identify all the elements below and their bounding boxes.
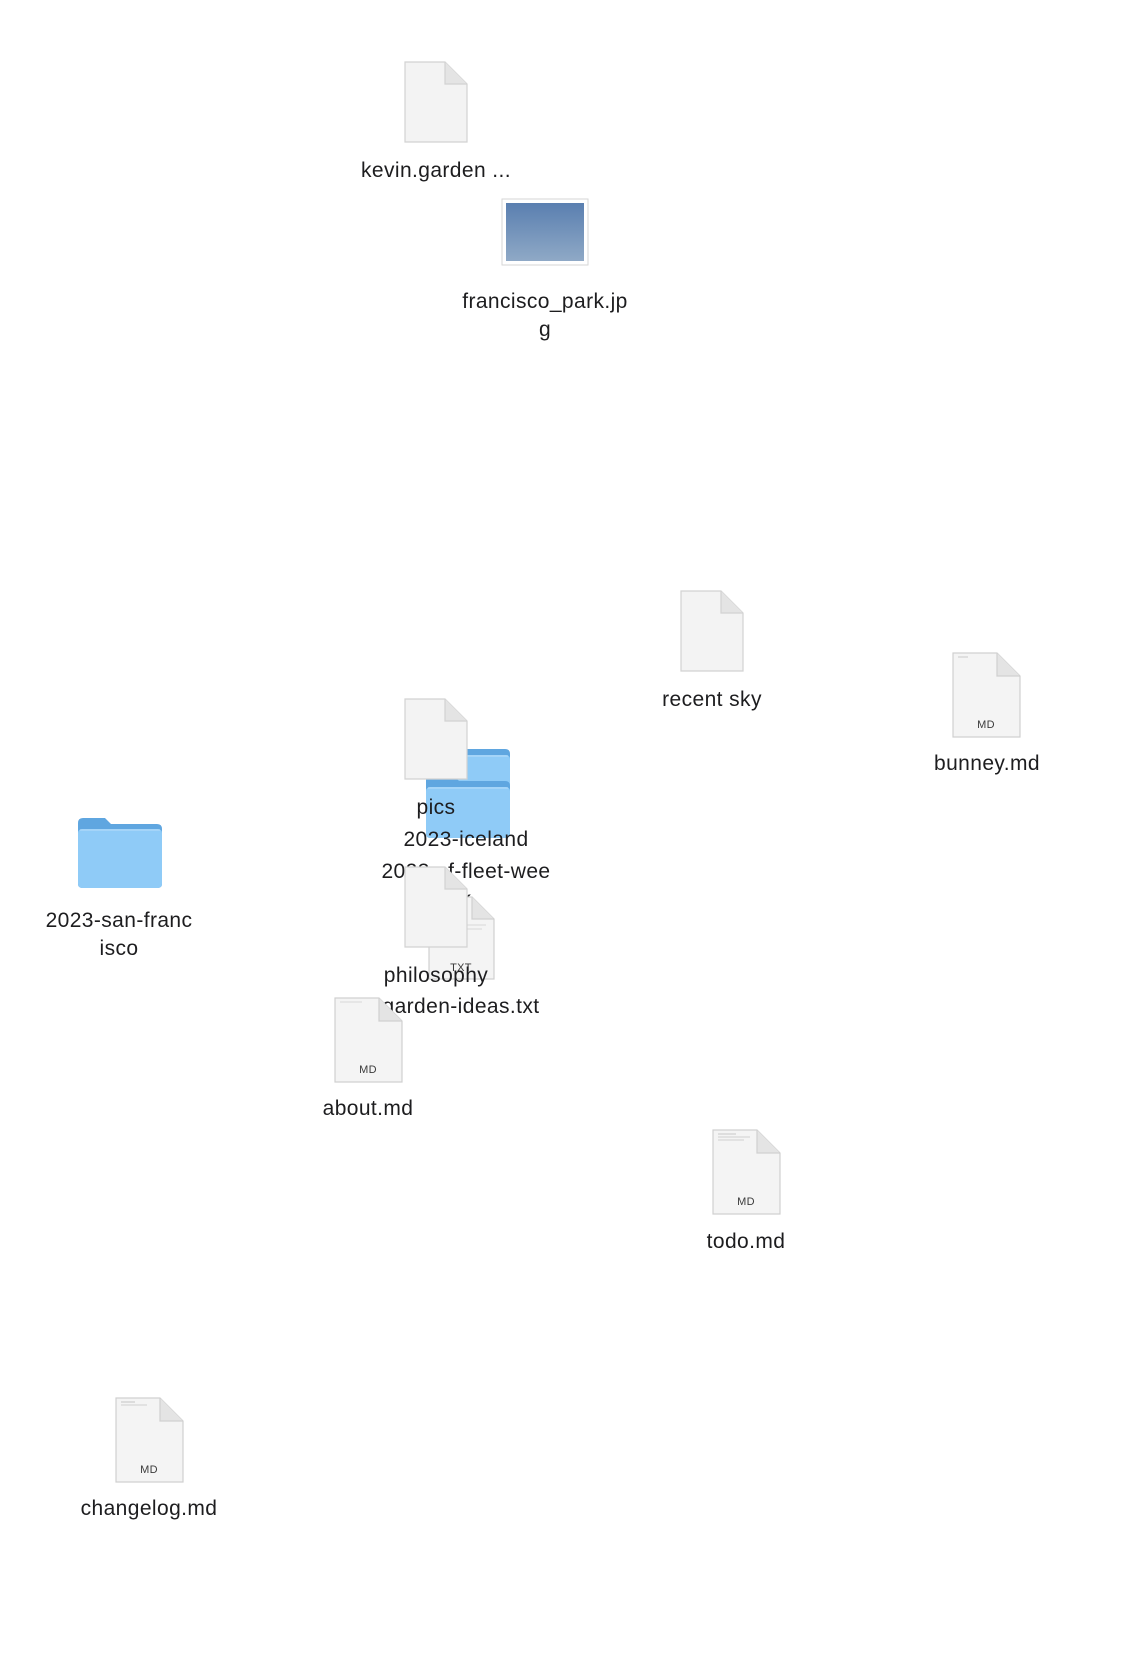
text-badge: TXT <box>450 962 472 974</box>
desktop-item-label: changelog.md <box>80 1497 218 1520</box>
markdown-document-icon: MD <box>712 1129 781 1215</box>
desktop-item-label: garden-ideas.txt <box>382 995 540 1018</box>
desktop-item-label: philosophy <box>383 964 489 987</box>
desktop-item-label: pics <box>416 796 456 819</box>
desktop-item-label: kevin.garden ... <box>361 159 511 182</box>
blank-document-icon <box>404 61 468 143</box>
desktop-item-label: about.md <box>322 1097 414 1120</box>
desktop-item-label: todo.md <box>706 1230 786 1253</box>
markdown-badge: MD <box>140 1464 158 1476</box>
desktop-item-label: bunney.md <box>934 752 1040 775</box>
desktop-item-label: francisco_park.jpg <box>462 290 628 341</box>
markdown-document-icon: MD <box>334 997 403 1083</box>
blank-document-icon <box>404 698 468 780</box>
markdown-document-icon: MD <box>115 1397 184 1483</box>
markdown-document-icon: MD <box>952 652 1021 738</box>
markdown-badge: MD <box>737 1196 755 1208</box>
folder-icon <box>78 818 162 888</box>
desktop-item-label: recent sky <box>662 688 762 711</box>
desktop-item-label: 2023-iceland <box>403 828 529 851</box>
markdown-badge: MD <box>977 719 995 731</box>
image-thumbnail-icon <box>501 198 589 266</box>
blank-document-icon <box>680 590 744 672</box>
folder-icon <box>426 775 510 838</box>
blank-document-icon <box>404 866 468 948</box>
markdown-badge: MD <box>359 1064 377 1076</box>
desktop-item-label: 2023-san-francisco <box>45 909 193 960</box>
